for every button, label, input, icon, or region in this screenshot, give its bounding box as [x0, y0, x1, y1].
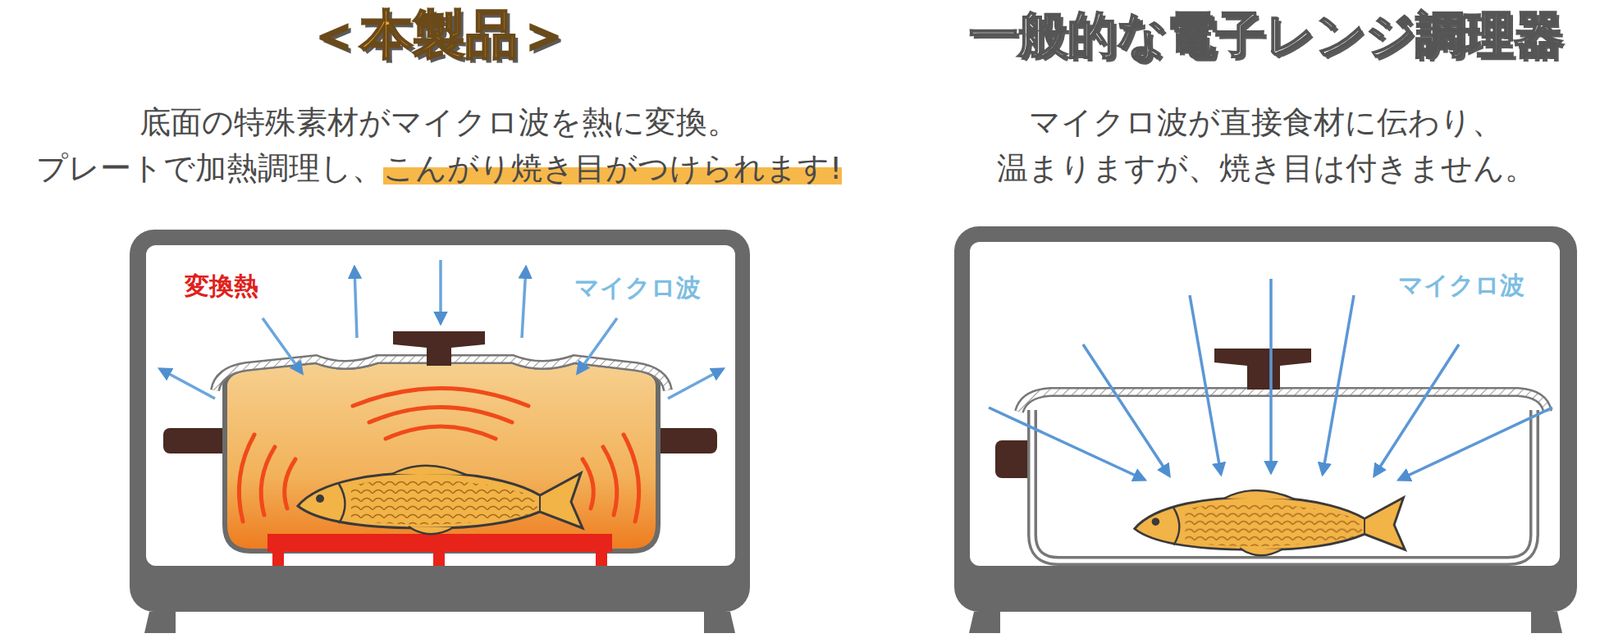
description-text: 底面の特殊素材がマイクロ波を熱に変換。 [139, 104, 739, 142]
highlight-text: こんがり焼き目がつけられます! [383, 150, 842, 188]
microwave-arrows [988, 278, 1553, 480]
microwave-arrows [160, 260, 723, 399]
fish [1134, 490, 1406, 556]
panel-heading: ＜本製品＞ [307, 3, 571, 67]
fish [297, 466, 583, 535]
oven-window: マイクロ波 [969, 242, 1560, 567]
description-text: 温まりますが、焼き目は付きません。 [996, 150, 1536, 188]
microwave-label: マイクロ波 [1398, 270, 1525, 301]
description-text: マイクロ波が直接食材に伝わり、 [1028, 104, 1504, 142]
heat-label: 変換熱 [184, 271, 259, 302]
description-text: プレートで加熱調理し、 [36, 150, 384, 188]
oven-window: 変換熱 マイクロ波 [146, 245, 736, 567]
heating-pot [163, 331, 718, 567]
microwave-label: マイクロ波 [574, 273, 701, 303]
microwave-oven [129, 229, 750, 634]
microwave-oven [954, 226, 1578, 634]
panel-heading: 一般的な電子レンジ調理器 [969, 4, 1564, 64]
